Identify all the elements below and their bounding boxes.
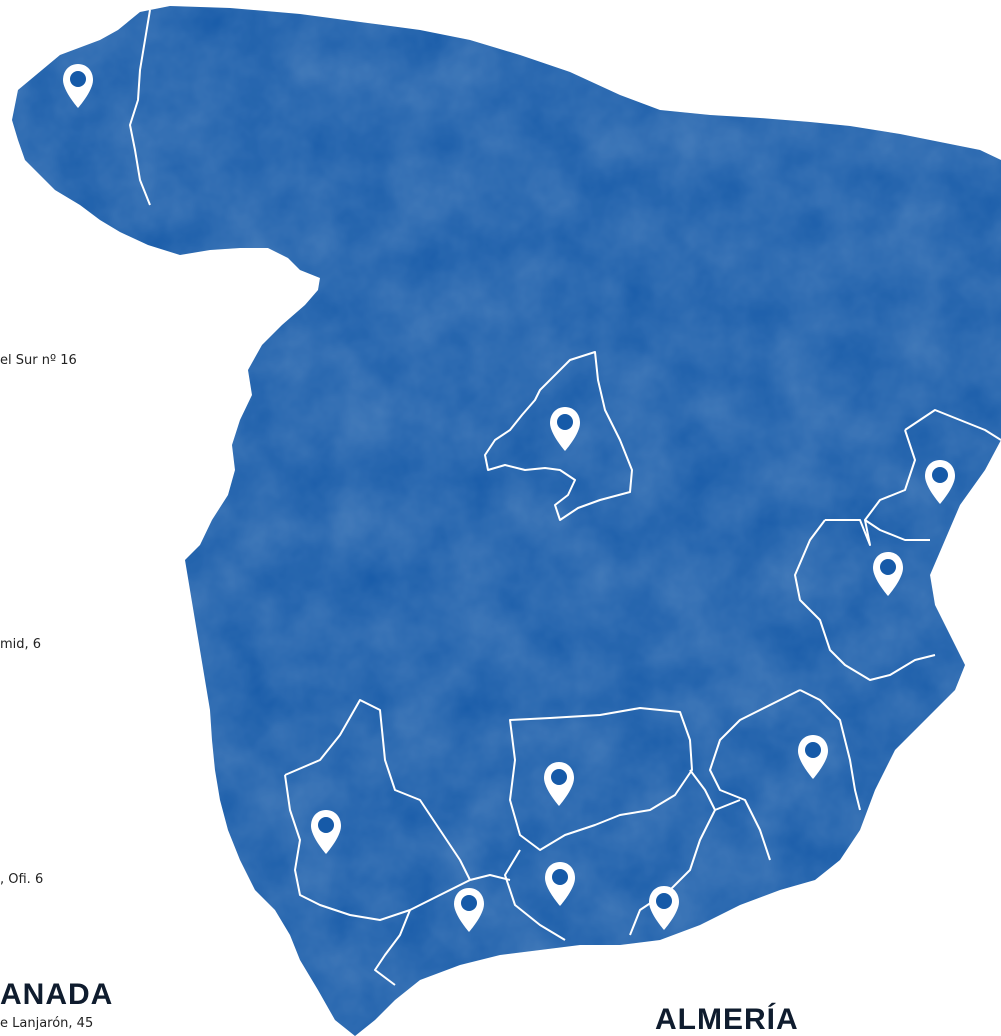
city-title-almeria: ALMERÍA — [655, 1003, 799, 1036]
border-granada-almeria — [629, 769, 716, 936]
border-sevilla-south — [284, 774, 471, 921]
border-sevilla-east — [284, 699, 471, 881]
region-borders — [129, 9, 1001, 986]
border-galicia — [129, 9, 151, 206]
border-castellon-north — [904, 409, 1001, 441]
address-lanjaron: e Lanjarón, 45 — [0, 1016, 94, 1031]
border-madrid — [484, 351, 633, 521]
address-sur: el Sur nº 16 — [0, 353, 77, 368]
border-valencia-top — [825, 519, 871, 546]
border-murcia-east — [799, 689, 861, 811]
border-valencia-west — [794, 519, 936, 681]
border-almeria-north — [714, 799, 741, 811]
border-malaga-top — [469, 874, 511, 881]
border-granada-west — [504, 849, 566, 941]
city-title-granada: ANADA — [0, 978, 114, 1011]
border-castellon-south — [864, 429, 930, 541]
border-murcia-west — [709, 689, 801, 861]
address-ofi: , Ofi. 6 — [0, 872, 44, 887]
border-cadiz-malaga — [374, 909, 411, 986]
border-jaen — [509, 707, 693, 851]
address-mid: mid, 6 — [0, 637, 42, 652]
